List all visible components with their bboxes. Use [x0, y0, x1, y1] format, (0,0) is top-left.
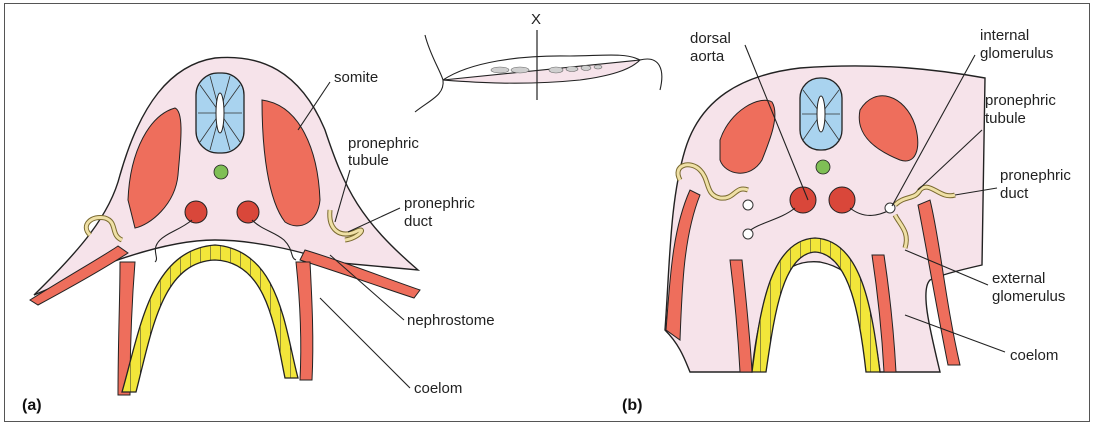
internal-glomerulus-b: [885, 203, 895, 213]
neural-canal-b: [817, 96, 825, 132]
label-coelom-b: coelom: [1010, 347, 1058, 364]
label-pronephric-tubule-b-1: pronephric: [985, 92, 1056, 109]
inset-embryo: X: [415, 11, 662, 112]
inset-body: [443, 60, 640, 83]
label-external-glomerulus-b-1: external: [992, 270, 1045, 287]
glomerulus-left-b: [743, 200, 753, 210]
label-coelom-a: coelom: [414, 380, 462, 397]
neural-canal-a: [216, 93, 224, 133]
label-pronephric-tubule-a-1: pronephric: [348, 135, 419, 152]
leader-coelom-a: [320, 298, 410, 388]
dorsal-aorta-right-a: [237, 201, 259, 223]
glomerulus-left2-b: [743, 229, 753, 239]
dorsal-aorta-left-a: [185, 201, 207, 223]
label-somite-a: somite: [334, 69, 378, 86]
label-nephrostome-a: nephrostome: [407, 312, 495, 329]
splanchnic-right-a: [296, 262, 313, 380]
label-pronephric-duct-a-2: duct: [404, 213, 433, 230]
panel-label-a: (a): [22, 397, 42, 414]
notochord-a: [214, 165, 228, 179]
label-dorsal-aorta-b-1: dorsal: [690, 30, 731, 47]
gut-endoderm-a: [122, 245, 298, 392]
label-external-glomerulus-b-2: glomerulus: [992, 288, 1065, 305]
label-pronephric-duct-a-1: pronephric: [404, 195, 475, 212]
panel-label-b: (b): [622, 397, 642, 414]
label-internal-glomerulus-b-2: glomerulus: [980, 45, 1053, 62]
label-pronephric-tubule-b-2: tubule: [985, 110, 1026, 127]
label-internal-glomerulus-b-1: internal: [980, 27, 1029, 44]
label-pronephric-duct-b-1: pronephric: [1000, 167, 1071, 184]
panel-b-embryo: [665, 66, 985, 372]
label-pronephric-tubule-a-2: tubule: [348, 152, 389, 169]
label-dorsal-aorta-b-2: aorta: [690, 48, 725, 65]
notochord-b: [816, 160, 830, 174]
inset-axis-label: X: [531, 11, 541, 28]
label-pronephric-duct-b-2: duct: [1000, 185, 1029, 202]
